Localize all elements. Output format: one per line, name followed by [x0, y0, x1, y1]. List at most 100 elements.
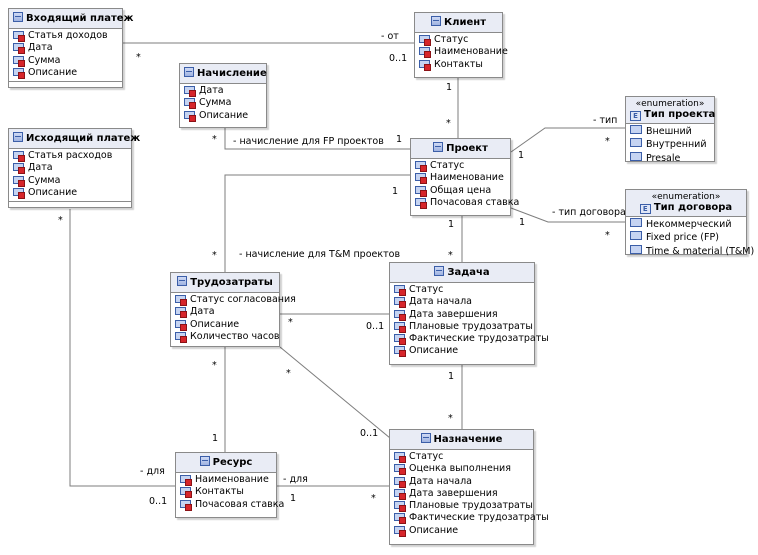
class-title: Исходящий платеж: [26, 133, 141, 144]
enum-literal: Некоммерческий: [626, 218, 746, 231]
multiplicity: 1: [448, 371, 455, 382]
class-header: Ресурс: [176, 453, 276, 473]
attribute: Почасовая ставка: [411, 197, 519, 209]
multiplicity: *: [136, 52, 141, 63]
attribute-icon: [13, 55, 25, 67]
enum-literal: Time & material (T&M): [626, 244, 754, 258]
attribute-icon: [394, 309, 406, 321]
attribute: Дата начала: [390, 476, 533, 488]
enum-title: Тип проекта: [644, 109, 716, 120]
multiplicity: 1: [290, 493, 297, 504]
attribute: Количество часов: [171, 331, 280, 343]
enum-literal: Presale: [626, 151, 714, 165]
enum-literal: Внутренний: [626, 138, 714, 151]
attribute-icon: [13, 43, 25, 55]
role-label-fp-accrual: - начисление для FP проектов: [233, 136, 384, 147]
multiplicity: *: [58, 215, 63, 226]
attribute-icon: [394, 452, 406, 463]
attribute-icon: [419, 59, 431, 71]
multiplicity: *: [371, 493, 376, 504]
attribute: Сумма: [180, 97, 266, 110]
attribute: Дата: [9, 162, 131, 175]
multiplicity: 1: [392, 186, 399, 197]
attribute-icon: [415, 197, 427, 209]
class-project[interactable]: Проект Статус Наименование Общая цена По…: [410, 138, 519, 216]
attribute-icon: [419, 47, 431, 59]
attribute-icon: [394, 476, 406, 488]
project-contract-link: [510, 207, 625, 223]
literal-icon: [630, 138, 642, 148]
enum-stereotype: «enumeration»: [651, 192, 721, 202]
class-header: Трудозатраты: [171, 273, 279, 293]
attribute: Описание: [180, 110, 266, 122]
literal-icon: [630, 151, 642, 161]
attribute: Статус: [411, 160, 510, 172]
literal-icon: [630, 244, 642, 254]
class-outgoing-payment[interactable]: Исходящий платеж Статья расходов Дата Су…: [8, 128, 140, 209]
operations-compartment: [9, 201, 131, 209]
class-icon: [13, 132, 23, 142]
attribute-icon: [394, 321, 406, 333]
attribute: Дата: [171, 306, 279, 319]
class-resource[interactable]: Ресурс Наименование Контакты Почасовая с…: [175, 452, 284, 518]
attribute: Оценка выполнения: [390, 463, 533, 476]
role-label-for-assignment: - для: [283, 474, 308, 485]
attribute: Статус: [390, 284, 534, 296]
attribute: Статья доходов: [9, 30, 122, 42]
class-icon: [13, 12, 23, 22]
class-assignment[interactable]: Назначение Статус Оценка выполнения Дата…: [389, 429, 549, 545]
attribute: Описание: [390, 345, 534, 358]
class-accrual[interactable]: Начисление Дата Сумма Описание: [179, 63, 267, 128]
class-incoming-payment[interactable]: Входящий платеж Статья доходов Дата Сумм…: [8, 8, 134, 89]
attribute: Наименование: [415, 46, 508, 59]
multiplicity: *: [288, 317, 293, 328]
attribute-icon: [184, 110, 196, 122]
multiplicity: 0..1: [149, 496, 168, 507]
attribute: Фактические трудозатраты: [390, 512, 549, 525]
attribute: Статья расходов: [9, 150, 131, 162]
class-icon: [184, 67, 194, 77]
attribute: Дата завершения: [390, 309, 534, 321]
attribute: Сумма: [9, 55, 122, 67]
attribute-icon: [175, 331, 187, 343]
literal-icon: [630, 218, 642, 227]
attribute: Дата начала: [390, 296, 534, 309]
multiplicity: *: [212, 250, 217, 261]
class-title: Назначение: [433, 434, 503, 445]
attribute-icon: [394, 334, 406, 346]
class-labor[interactable]: Трудозатраты Статус согласования Дата Оп…: [170, 272, 296, 347]
attribute-icon: [415, 185, 427, 197]
attribute: Сумма: [9, 175, 131, 187]
role-label-type: - тип: [593, 115, 618, 126]
attribute-icon: [394, 525, 406, 537]
role-label-contract: - тип договора: [552, 207, 626, 218]
multiplicity: *: [212, 134, 217, 145]
attribute: Плановые трудозатраты: [390, 500, 533, 513]
class-icon: [433, 142, 444, 152]
class-title: Трудозатраты: [190, 277, 273, 288]
role-label-tm-accrual: - начисление для T&M проектов: [239, 249, 401, 260]
attribute-icon: [394, 346, 406, 358]
attribute: Дата: [9, 42, 122, 55]
attribute-icon: [394, 513, 406, 525]
attribute: Описание: [390, 525, 533, 537]
multiplicity: *: [448, 413, 453, 424]
accrual-project-link: [224, 128, 410, 150]
class-header: Проект: [411, 139, 510, 159]
attribute: Дата: [180, 85, 266, 97]
operations-compartment: [9, 81, 122, 89]
attribute: Статус: [415, 34, 502, 46]
attribute-icon: [394, 488, 406, 500]
literal-icon: [630, 125, 642, 134]
attribute-icon: [180, 499, 192, 511]
class-icon: [434, 266, 445, 276]
multiplicity: *: [605, 136, 610, 147]
class-task[interactable]: Задача Статус Дата начала Дата завершени…: [389, 262, 549, 365]
class-client[interactable]: Клиент Статус Наименование Контакты: [414, 12, 508, 78]
attribute-icon: [13, 187, 25, 199]
multiplicity: 1: [518, 150, 525, 161]
